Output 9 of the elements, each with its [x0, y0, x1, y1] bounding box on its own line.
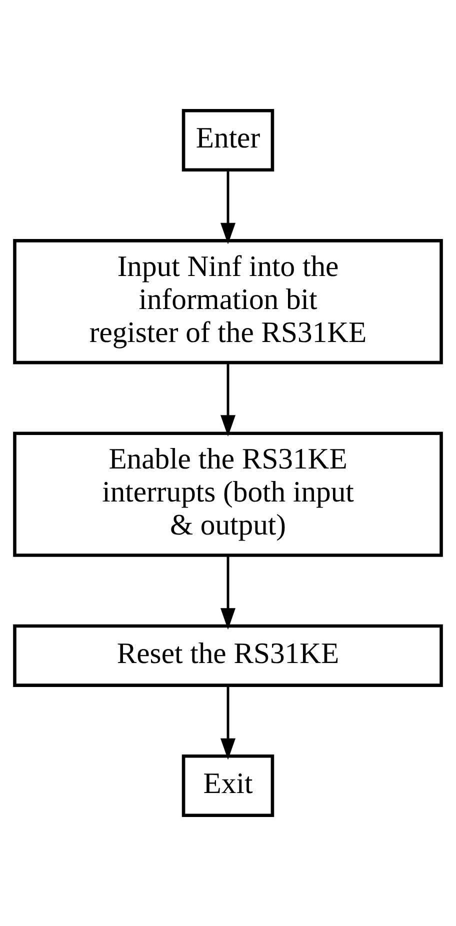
node-box: Enter	[182, 108, 274, 172]
arrow	[220, 362, 236, 437]
node-box: Exit	[182, 754, 274, 818]
node-box: Input Ninf into the information bit register of the RS31KE	[13, 239, 443, 364]
node-box: Enable the RS31KE interrupts (both input & output)	[13, 432, 443, 557]
arrow	[220, 170, 236, 244]
node-box: Reset the RS31KE	[13, 624, 443, 687]
arrow	[220, 685, 236, 760]
arrow	[220, 555, 236, 630]
